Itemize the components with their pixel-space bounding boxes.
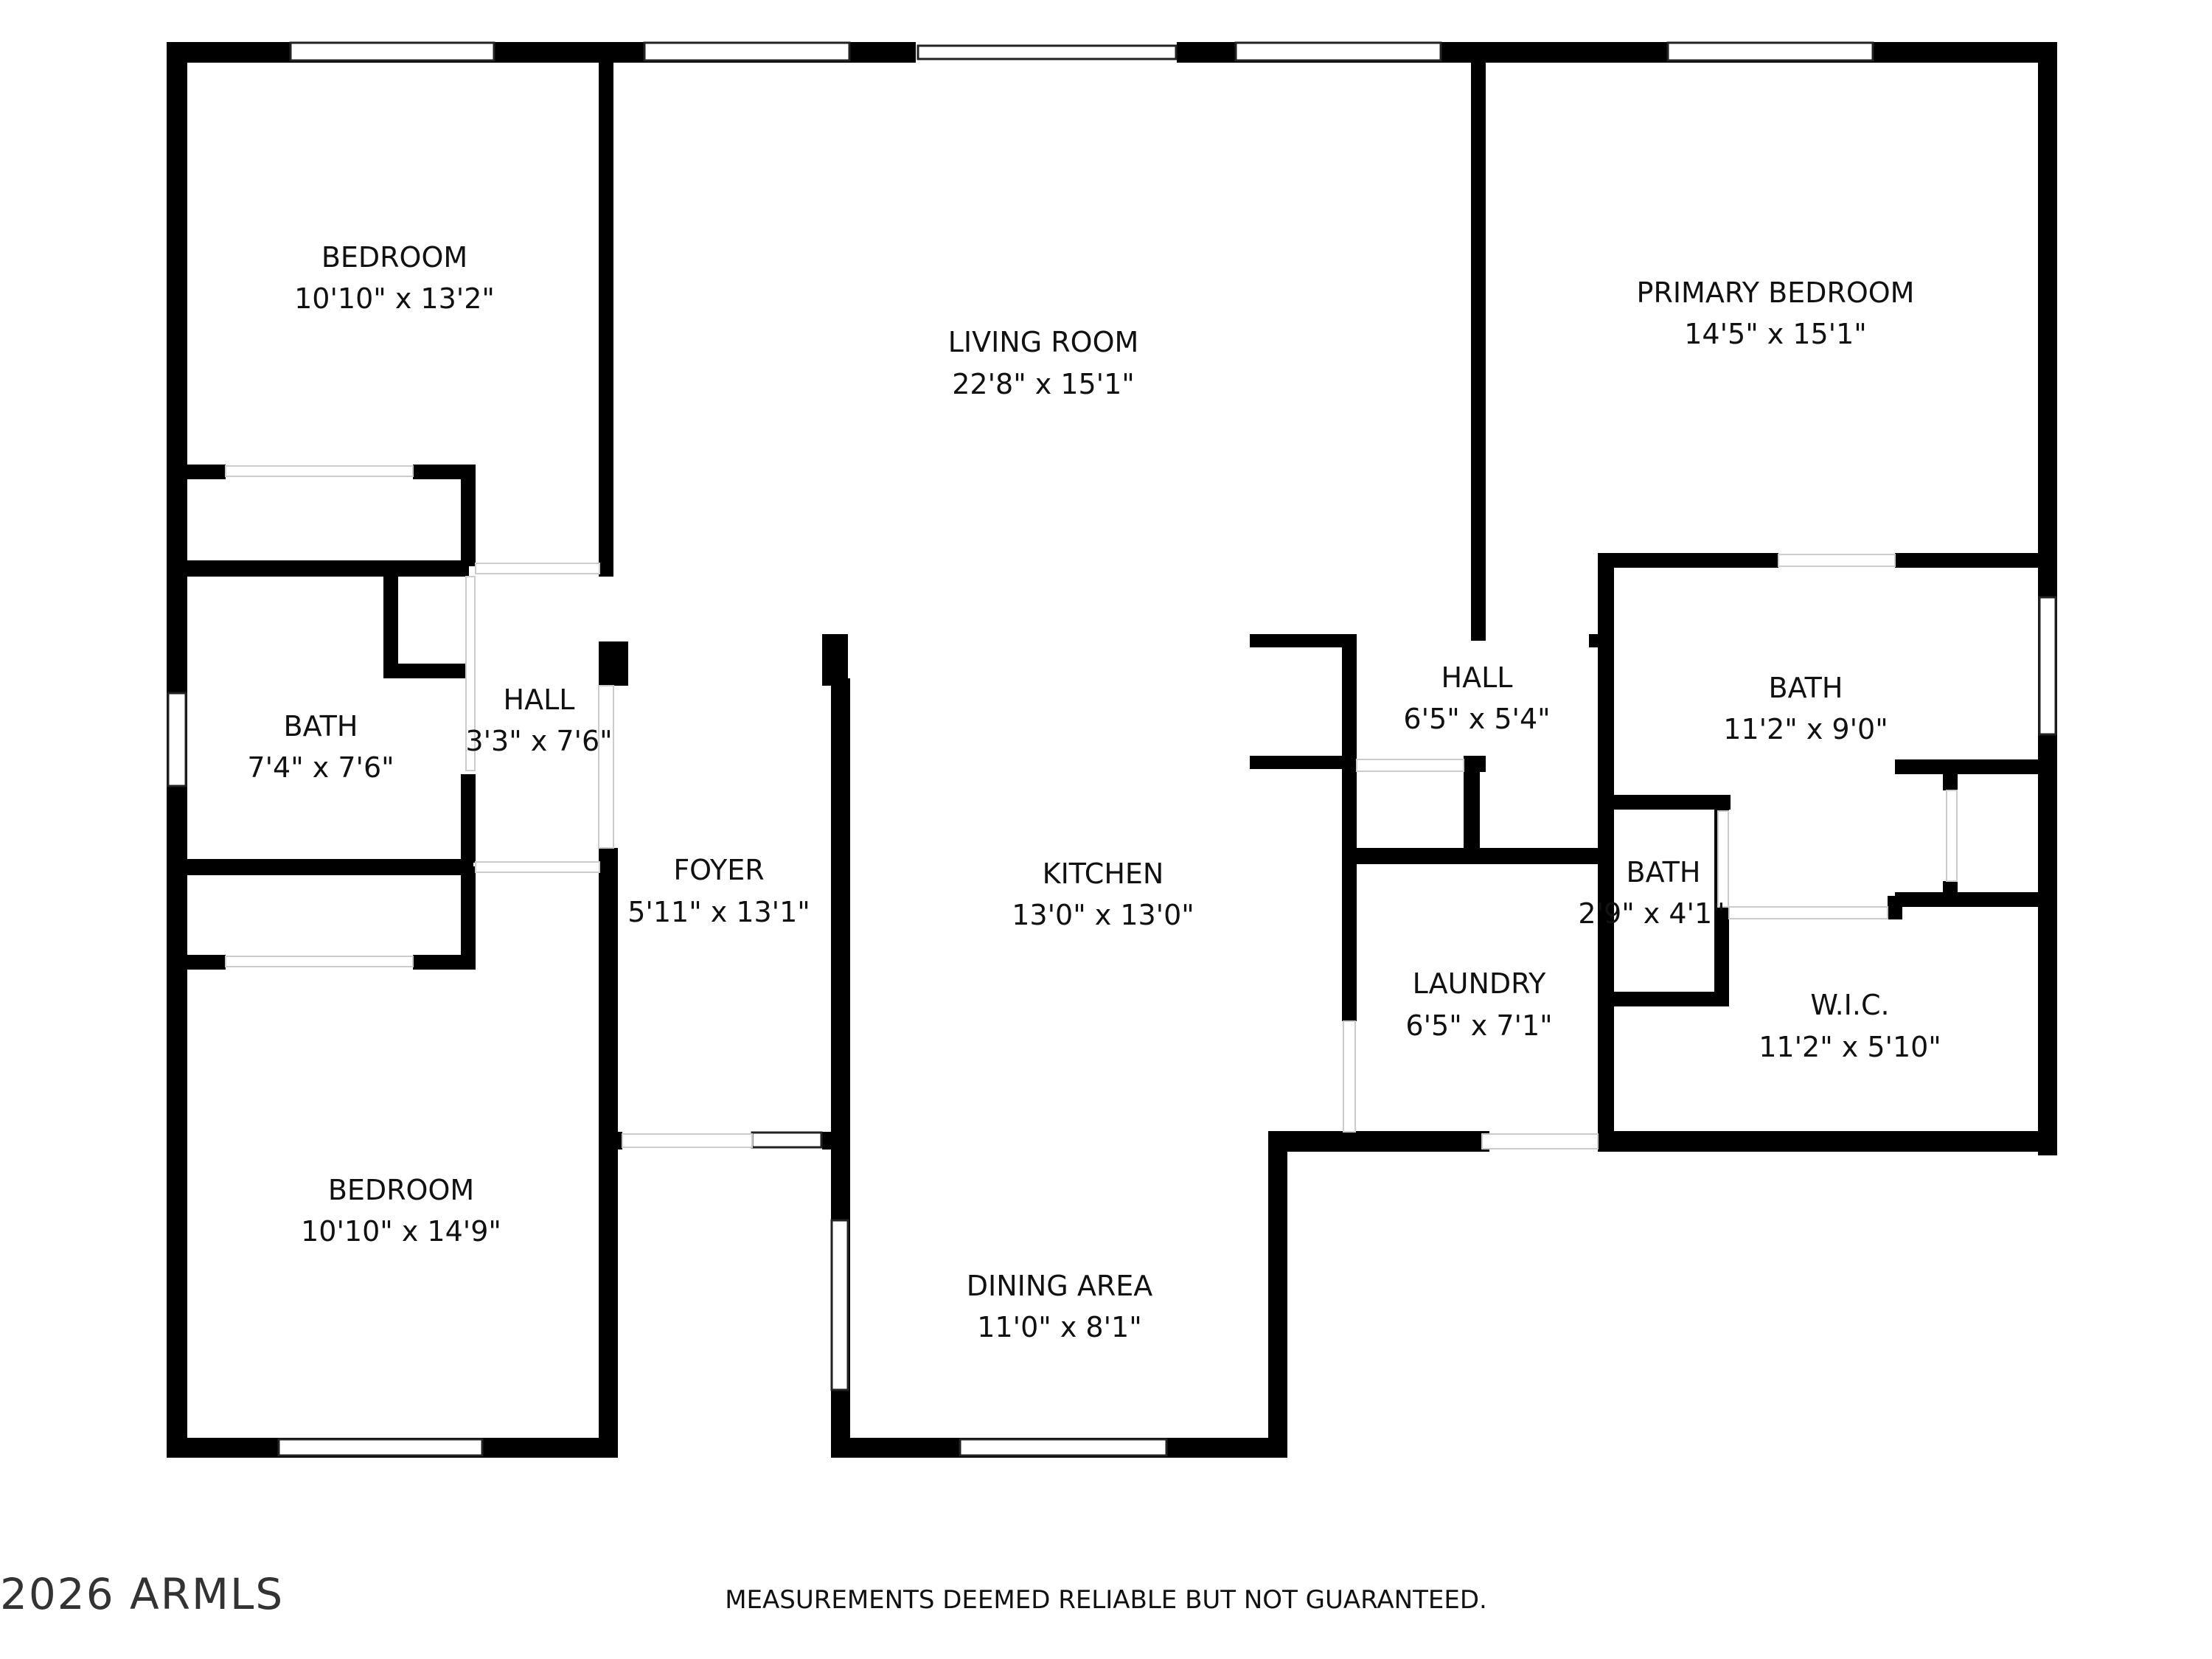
bath-left-name: BATH xyxy=(284,710,358,742)
wic-name: W.I.C. xyxy=(1810,989,1889,1021)
hall-left-name: HALL xyxy=(504,684,575,716)
bedroom-top-name: BEDROOM xyxy=(321,241,467,274)
foyer-name: FOYER xyxy=(673,854,764,886)
window xyxy=(751,1131,823,1149)
windows xyxy=(167,41,2057,1457)
window xyxy=(277,1438,484,1457)
bedroom-bottom-name: BEDROOM xyxy=(328,1174,474,1206)
bath-small-name: BATH xyxy=(1627,856,1701,888)
bath-primary-name: BATH xyxy=(1769,672,1843,704)
hall-left-dims: 3'3" x 7'6" xyxy=(465,725,612,757)
laundry-name: LAUNDRY xyxy=(1413,967,1547,1000)
copyright-watermark: 2026 ARMLS xyxy=(0,1569,285,1619)
window xyxy=(1234,41,1442,62)
living-room-name: LIVING ROOM xyxy=(948,326,1139,358)
kitchen-name: KITCHEN xyxy=(1043,858,1164,890)
bedroom-bottom-dims: 10'10" x 14'9" xyxy=(301,1215,501,1248)
bedroom-top-dims: 10'10" x 13'2" xyxy=(294,282,495,315)
window xyxy=(917,44,1178,60)
primary-bedroom-dims: 14'5" x 15'1" xyxy=(1684,318,1867,350)
living-room-dims: 22'8" x 15'1" xyxy=(952,368,1135,400)
dining-area-name: DINING AREA xyxy=(967,1270,1152,1302)
window xyxy=(2038,596,2057,736)
window xyxy=(643,41,851,62)
wic-dims: 11'2" x 5'10" xyxy=(1759,1031,1941,1063)
window xyxy=(1666,41,1874,62)
bath-primary-dims: 11'2" x 9'0" xyxy=(1723,713,1888,745)
window xyxy=(289,41,495,62)
primary-bedroom-name: PRIMARY BEDROOM xyxy=(1637,276,1915,309)
foyer-dims: 5'11" x 13'1" xyxy=(627,896,810,928)
bath-left-dims: 7'4" x 7'6" xyxy=(247,751,394,784)
room-labels: BEDROOM 10'10" x 13'2" LIVING ROOM 22'8"… xyxy=(247,241,1941,1343)
hall-right-name: HALL xyxy=(1441,661,1513,694)
kitchen-dims: 13'0" x 13'0" xyxy=(1012,899,1194,931)
window xyxy=(167,692,187,787)
laundry-dims: 6'5" x 7'1" xyxy=(1405,1009,1552,1042)
window xyxy=(830,1219,849,1391)
measurement-disclaimer: MEASUREMENTS DEEMED RELIABLE BUT NOT GUA… xyxy=(725,1585,1487,1615)
openings xyxy=(225,465,1958,1150)
dining-area-dims: 11'0" x 8'1" xyxy=(977,1311,1141,1343)
hall-right-dims: 6'5" x 5'4" xyxy=(1403,703,1550,735)
bath-small-dims: 2'9" x 4'1" xyxy=(1578,897,1725,930)
window xyxy=(959,1438,1168,1457)
